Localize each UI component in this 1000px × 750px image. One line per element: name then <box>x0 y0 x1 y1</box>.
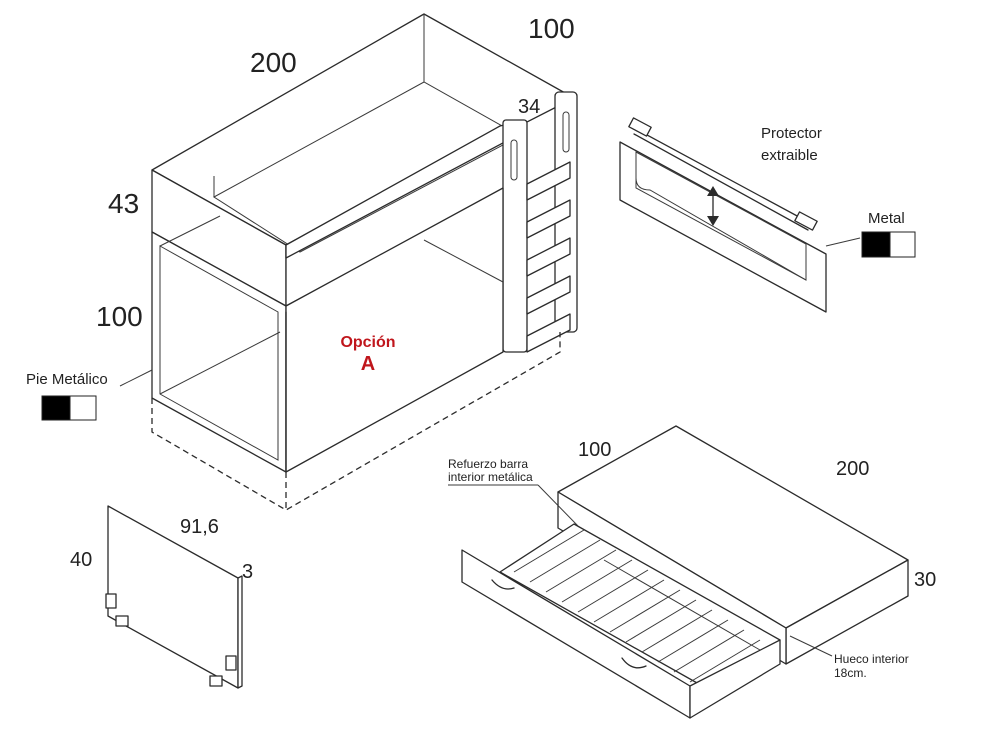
double-arrow-icon <box>707 186 719 226</box>
drawer-length-label: 200 <box>836 458 869 480</box>
protector: Protector extraible Metal <box>619 117 916 313</box>
side-panel: 91,6 40 3 <box>70 505 253 689</box>
drawer-depth-label: 100 <box>578 439 611 461</box>
panel-thickness-label: 3 <box>242 561 253 583</box>
ladder-width-label: 34 <box>518 96 540 118</box>
drawer-height-label: 30 <box>914 569 936 591</box>
option-letter: A <box>361 353 375 375</box>
panel-width-label: 91,6 <box>180 516 219 538</box>
leg-label: Pie Metálico <box>26 371 108 388</box>
bed-width-label: 200 <box>250 47 297 78</box>
panel-height-label: 40 <box>70 549 92 571</box>
hollow-line1: Hueco interior <box>834 652 909 666</box>
protector-title-line1: Protector <box>761 125 822 142</box>
drawer-bed: 100 200 30 Refuerzo barra interior metál… <box>448 425 936 719</box>
upper-height-label: 43 <box>108 188 139 219</box>
hollow-line2: 18cm. <box>834 666 867 680</box>
swatch-icon <box>861 231 916 258</box>
lower-height-label: 100 <box>96 301 143 332</box>
bed-depth-label: 100 <box>528 13 575 44</box>
option-title: Opción <box>340 334 395 351</box>
reinforcement-line2: interior metálica <box>448 470 533 484</box>
loft-bed: 200 100 43 100 34 Opción A Pie Metálico <box>26 13 578 511</box>
metal-label: Metal <box>868 210 905 227</box>
protector-title-line2: extraible <box>761 147 818 164</box>
reinforcement-line1: Refuerzo barra <box>448 457 528 471</box>
swatch-icon <box>41 395 97 421</box>
